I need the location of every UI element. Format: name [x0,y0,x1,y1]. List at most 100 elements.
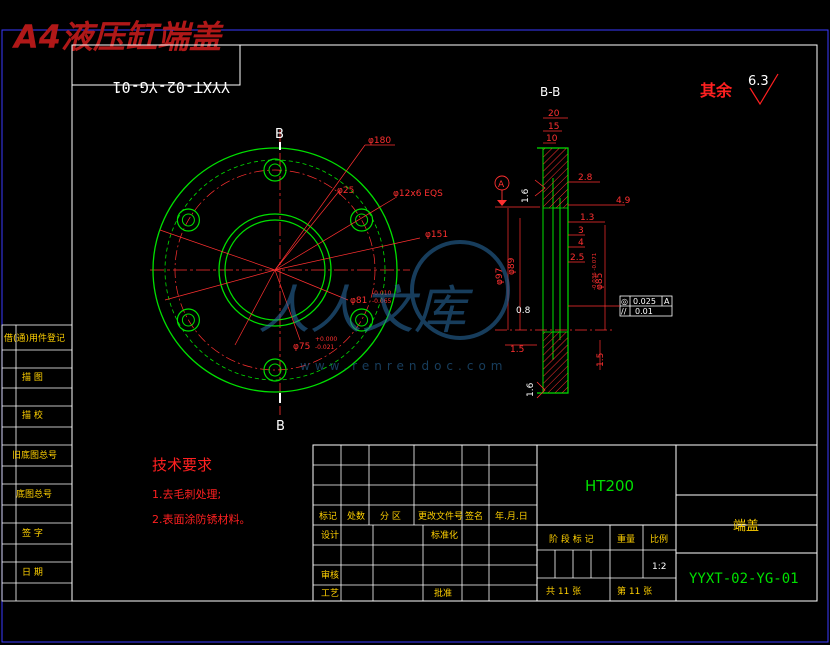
bore-inner-circle [224,219,326,321]
dim-d85-tol: -0.036 -0.071 [592,253,598,290]
rev-header-4: 签名 [465,510,483,522]
datum-triangle [497,200,507,206]
bolt-hole-outer [350,308,374,332]
dim-w4: 4 [578,238,584,248]
bolt-hole-inner [355,213,369,227]
dim-line-d151 [274,237,421,271]
approve-label: 批准 [434,587,452,599]
dim-d85: φ85 [595,273,605,290]
drawing-title: A4液压缸端盖 [11,18,224,56]
dim-line-d25 [274,189,341,271]
code-box [71,44,241,86]
dim-d81-tol-up: -0.010 [372,290,392,297]
drawing-number: YYXT-02-YG-01 [689,571,799,587]
dim-w3: 3 [578,226,584,236]
bolt-hole-outer [176,308,200,332]
section-title: B-B [540,85,560,99]
dim-line-d75 [274,269,301,341]
sheet-number: 第 11 张 [617,585,652,597]
front-view: φ180 φ25 φ12x6 EQS φ151 φ81 -0.010 -0.06… [150,127,448,434]
dim-d25: φ25 [337,186,354,196]
dim-d75-tol-up: +0.000 [315,336,337,343]
bore-outer-circle [218,213,332,327]
dim-w10: 10 [546,134,558,144]
dim-line-d180 [274,144,366,271]
bolt-hole-inner [268,363,282,377]
section-mark-top: B [275,127,284,142]
weight-label: 重量 [617,533,635,545]
left-strip: 借(通)用件登记 描 图 描 校 旧底图总号 底图总号 签 字 日 期 [1,324,73,602]
design-label: 设计 [321,529,339,541]
dim-line-d81 [274,269,349,301]
rev-header-3: 更改文件号 [418,510,463,522]
bolt-hole-inner [181,213,195,227]
sheets-total: 共 11 张 [546,586,581,597]
watermark-logo [410,240,510,340]
dim-w13: 1.3 [580,213,594,223]
roughness-bottom: 1.6 [526,382,536,397]
roughness-bottom-symbol [536,381,546,399]
dim-d89: φ89 [507,257,517,275]
section-view: B-B 20 15 10 2.8 4.9 1.3 3 4 2.5 [494,85,673,399]
dim-w28: 2.8 [578,173,593,183]
dim-line-holes [274,197,396,271]
tech-req-title: 技术要求 [152,456,212,474]
part-name: 端盖 [733,519,759,534]
dim-d81: φ81 [350,296,367,306]
dim-d75-tol-dn: -0.021 [315,344,335,351]
dim-w20: 20 [548,109,560,119]
rev-header-2: 分 区 [380,511,401,522]
dim-w49: 4.9 [616,196,631,206]
title-block-frame [312,444,818,602]
dim-d81-tol-dn: -0.065 [372,298,392,305]
tech-req-item-1: 1.去毛刺处理; [152,488,221,501]
watermark-url: www.renrendoc.com [300,359,507,373]
dim-d97: φ97 [495,268,505,285]
dim-holes: φ12x6 EQS [393,189,443,199]
tech-req-item-2: 2.表面涂防锈材料。 [152,512,251,526]
hatch-top [542,147,569,209]
process-label: 工艺 [321,588,339,599]
roughness-top-symbol [534,179,546,197]
strip-label-1: 描 图 [22,371,43,383]
dim-d151: φ151 [425,230,448,240]
gdt-concentricity-value: 0.025 [633,297,656,306]
roughness-mid: 0.8 [516,306,531,316]
watermark-text: 人人文库 [258,281,474,341]
review-label: 审核 [321,569,339,581]
bolt-hole-inner [268,163,282,177]
gdt-parallelism-value: 0.01 [635,307,653,316]
dim-d75: φ75 [293,342,310,352]
dim-w15: 15 [548,122,559,132]
bolt-hole-outer [350,208,374,232]
dim-w15-left: 1.5 [510,345,524,355]
dim-line-left-b [164,269,276,301]
dim-w25: 2.5 [570,253,584,263]
roughness-top: 1.6 [521,188,531,203]
standardize-label: 标准化 [431,529,458,541]
strip-label-6: 日 期 [22,567,43,578]
hatch-bottom [542,331,569,394]
bolt-circle [174,169,376,371]
dim-line-left-a [159,229,276,271]
dim-w15-right: 1.5 [596,353,606,367]
datum-letter: A [498,180,505,190]
gdt-concentricity-datum: A [664,297,670,306]
strip-label-3: 旧底图总号 [12,449,57,461]
bolt-hole-inner [355,313,369,327]
bolt-hole-inner [181,313,195,327]
strip-label-4: 底图总号 [16,488,52,500]
scale-value: 1:2 [652,562,666,572]
roughness-label: 其余 [700,81,733,100]
title-block: HT200 端盖 YYXT-02-YG-01 标记 处数 分 区 更改文件号 签… [312,444,818,602]
strip-label-5: 签 字 [22,527,43,539]
bolt-hole-outer [263,358,287,382]
outer-circle [152,147,398,393]
gdt-parallelism-icon: // [621,307,627,316]
strip-label-0: 借(通)用件登记 [4,332,65,344]
section-mark-bottom: B [276,419,285,434]
rev-header-1: 处数 [347,510,365,522]
bolt-hole-outer [263,158,287,182]
roughness-symbol [749,73,779,106]
